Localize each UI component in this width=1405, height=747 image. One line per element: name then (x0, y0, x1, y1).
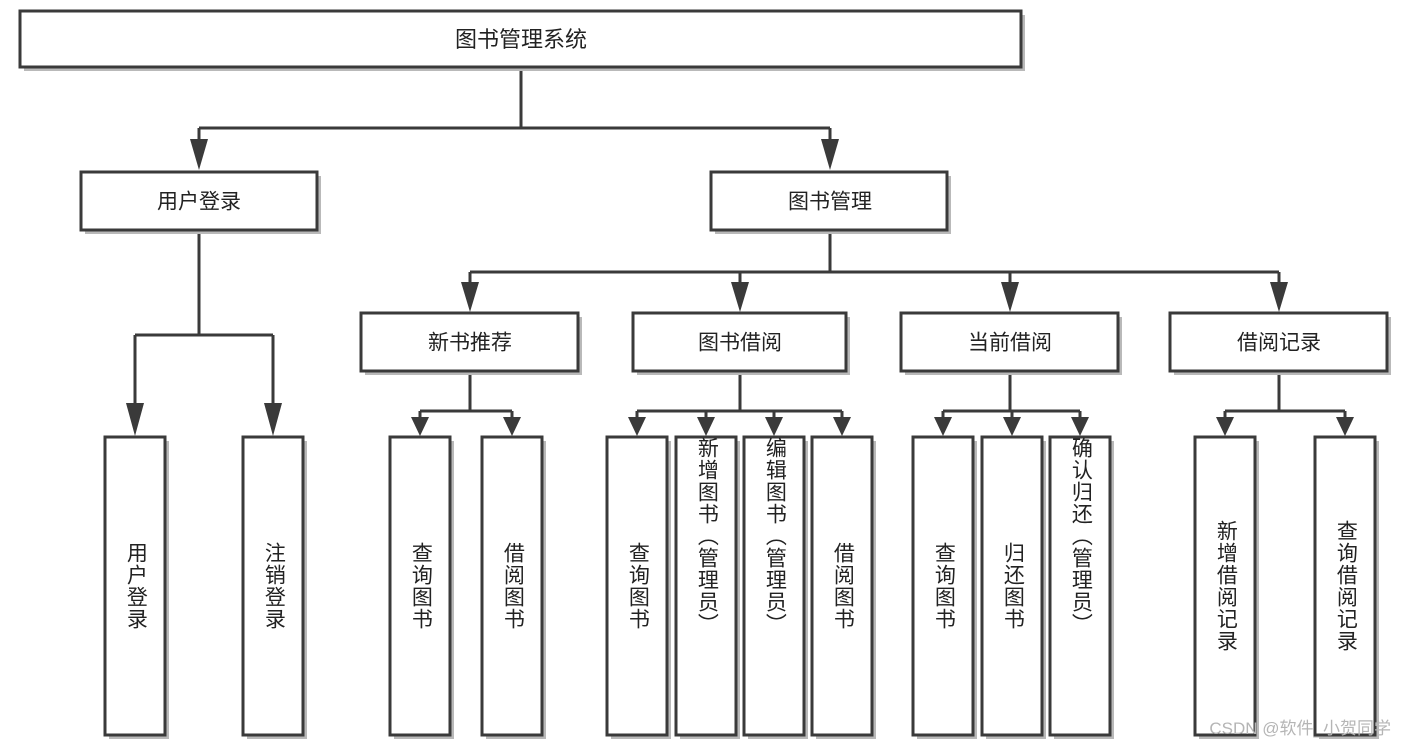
arrow-head-level2-3 (1270, 282, 1288, 312)
leaf-book-borrow-0[interactable] (605, 435, 671, 739)
node-new-book-recommend-label: 新书推荐 (428, 332, 512, 355)
arrow-head-leaf-book-borrow-0 (628, 417, 646, 436)
node-book-borrow-label: 图书借阅 (698, 332, 782, 355)
arrow-head-leaf-borrow-record-1 (1336, 417, 1354, 436)
node-book-manage-box (709, 170, 949, 232)
leaf-new-book-1[interactable] (480, 435, 546, 739)
leaf-borrow-record-0[interactable] (1193, 435, 1259, 739)
node-current-borrow-label: 当前借阅 (968, 332, 1052, 355)
arrow-head-leaf-new-book-1 (503, 417, 521, 436)
node-current-borrow[interactable]: 当前借阅 (899, 311, 1122, 375)
arrow-head-leaf-borrow-record-0 (1216, 417, 1234, 436)
node-book-manage-label: 图书管理 (788, 191, 872, 214)
node-borrow-record[interactable]: 借阅记录 (1168, 311, 1391, 375)
node-root-box (18, 9, 1023, 69)
leaf-current-borrow-1-box (980, 435, 1044, 737)
arrow-head-leaf-current-borrow-2 (1071, 417, 1089, 436)
leaf-new-book-0-box (388, 435, 452, 737)
node-user-login-label: 用户登录 (157, 191, 241, 214)
arrow-head-book-manage (821, 139, 839, 170)
leaf-user-login-0-box (103, 435, 167, 737)
leaf-current-borrow-0-box (911, 435, 975, 737)
leaf-book-borrow-2-box (742, 435, 806, 737)
leaf-book-borrow-1[interactable] (674, 435, 740, 739)
node-user-login[interactable]: 用户登录 (79, 170, 321, 234)
arrow-head-leaf-user-login-1 (264, 403, 282, 436)
leaf-user-login-1[interactable] (241, 435, 307, 739)
node-book-borrow[interactable]: 图书借阅 (631, 311, 850, 375)
nodes-layer: 图书管理系统 用户登录 图书管理 新书推荐 (18, 9, 1391, 739)
leaf-book-borrow-3[interactable] (810, 435, 876, 739)
leaf-current-borrow-2-box (1048, 435, 1112, 737)
arrow-head-leaf-current-borrow-1 (1003, 417, 1021, 436)
arrow-head-leaf-new-book-0 (411, 417, 429, 436)
leaf-user-login-1-box (241, 435, 305, 737)
leaf-current-borrow-1[interactable] (980, 435, 1046, 739)
leaf-borrow-record-0-box (1193, 435, 1257, 737)
node-book-borrow-box (631, 311, 848, 373)
watermark-label: CSDN @软件_小贺同学 (1209, 719, 1391, 738)
arrow-head-leaf-book-borrow-1 (697, 417, 715, 436)
arrow-head-user-login (190, 139, 208, 170)
leaf-book-borrow-1-box (674, 435, 738, 737)
node-new-book-recommend[interactable]: 新书推荐 (359, 311, 582, 375)
leaf-book-borrow-2[interactable] (742, 435, 808, 739)
arrow-head-level2-0 (461, 282, 479, 312)
leaf-new-book-0[interactable] (388, 435, 454, 739)
arrow-head-leaf-book-borrow-3 (833, 417, 851, 436)
leaf-borrow-record-1[interactable] (1313, 435, 1379, 739)
node-book-manage[interactable]: 图书管理 (709, 170, 951, 234)
node-current-borrow-box (899, 311, 1120, 373)
arrow-head-level2-2 (1001, 282, 1019, 312)
arrow-head-leaf-user-login-0 (126, 403, 144, 436)
leaf-borrow-record-1-box (1313, 435, 1377, 737)
connectors-layer (126, 68, 1354, 436)
node-root[interactable]: 图书管理系统 (18, 9, 1025, 71)
leaf-new-book-1-box (480, 435, 544, 737)
arrow-head-leaf-book-borrow-2 (765, 417, 783, 436)
leaf-book-borrow-0-box (605, 435, 669, 737)
leaf-current-borrow-0[interactable] (911, 435, 977, 739)
arrow-head-leaf-current-borrow-0 (934, 417, 952, 436)
leaf-book-borrow-3-box (810, 435, 874, 737)
leaf-current-borrow-2[interactable] (1048, 435, 1114, 739)
node-borrow-record-label: 借阅记录 (1237, 332, 1321, 355)
node-root-label: 图书管理系统 (455, 27, 587, 52)
leaf-user-login-0[interactable] (103, 435, 169, 739)
arrow-head-level2-1 (731, 282, 749, 312)
node-borrow-record-box (1168, 311, 1389, 373)
node-new-book-recommend-box (359, 311, 580, 373)
node-user-login-box (79, 170, 319, 232)
